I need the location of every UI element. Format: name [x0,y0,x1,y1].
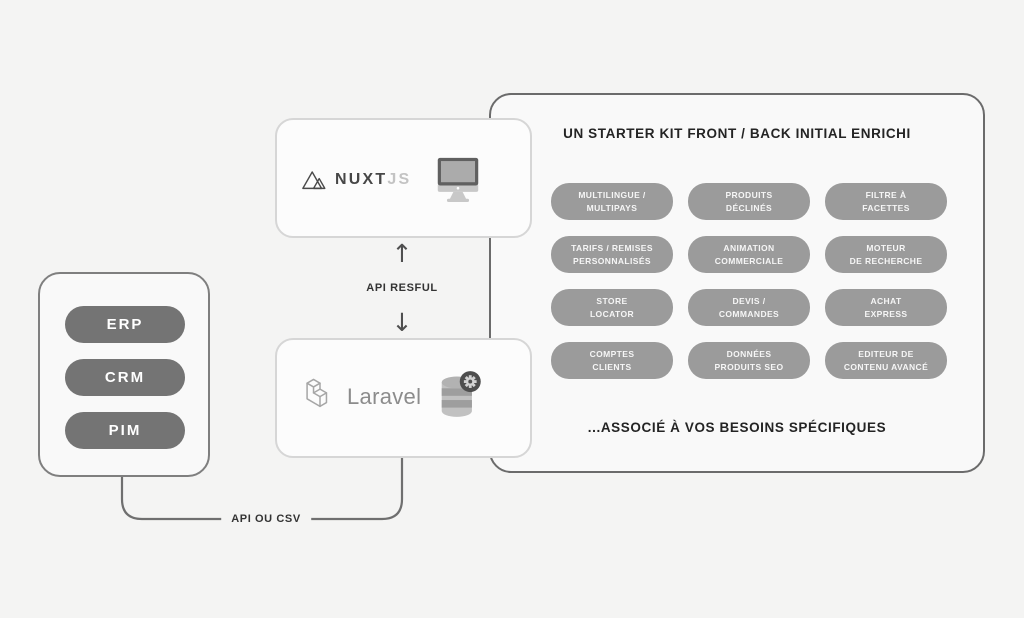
feature-pill-editeur-contenu: EDITEUR DE CONTENU AVANCÉ [825,342,947,379]
nuxt-brand-text: NUXT [335,171,388,188]
feature-pill-multilingue: MULTILINGUE / MULTIPAYS [551,183,673,220]
feature-pill-store-locator: STORE LOCATOR [551,289,673,326]
frontend-brand-label: NUXTJS [335,171,411,189]
frontend-backend-connector: ↑ API RESFUL ↓ [342,239,462,337]
feature-pill-moteur-recherche: MOTEUR DE RECHERCHE [825,236,947,273]
feature-pill-achat-express: ACHAT EXPRESS [825,289,947,326]
panel-footer-text: ...ASSOCIÉ À VOS BESOINS SPÉCIFIQUES [587,420,887,435]
arrow-up-icon: ↑ [391,239,413,268]
backend-card: Laravel [275,338,532,458]
frontend-card: NUXTJS [275,118,532,238]
feature-pill-tarifs-remises: TARIFS / REMISES PERSONNALISÉS [551,236,673,273]
feature-pill-donnees-produits-seo: DONNÉES PRODUITS SEO [688,342,810,379]
source-pill-erp: ERP [65,306,185,343]
feature-pill-devis-commandes: DEVIS / COMMANDES [688,289,810,326]
panel-title: UN STARTER KIT FRONT / BACK INITIAL ENRI… [563,126,911,141]
api-or-csv-label: API OU CSV [221,511,311,527]
monitor-icon [437,157,479,202]
feature-pill-animation-commerciale: ANIMATION COMMERCIALE [688,236,810,273]
arrow-down-icon: ↓ [391,307,413,337]
feature-grid: MULTILINGUE / MULTIPAYS PRODUITS DÉCLINÉ… [551,183,947,379]
feature-pill-produits-declines: PRODUITS DÉCLINÉS [688,183,810,220]
feature-pill-filtre-facettes: FILTRE À FACETTES [825,183,947,220]
data-sources-box: ERP CRM PIM [38,272,210,477]
gear-icon [459,371,481,393]
database-gear-icon [441,371,481,417]
laravel-logo-icon [306,378,328,408]
starter-kit-panel: UN STARTER KIT FRONT / BACK INITIAL ENRI… [489,93,985,473]
backend-brand-label: Laravel [347,384,422,409]
nuxt-brand-suffix: JS [387,171,412,188]
source-pill-crm: CRM [65,359,185,396]
api-restful-label: API RESFUL [366,282,438,294]
source-pill-pim: PIM [65,412,185,449]
nuxt-logo-icon [302,171,326,190]
feature-pill-comptes-clients: COMPTES CLIENTS [551,342,673,379]
